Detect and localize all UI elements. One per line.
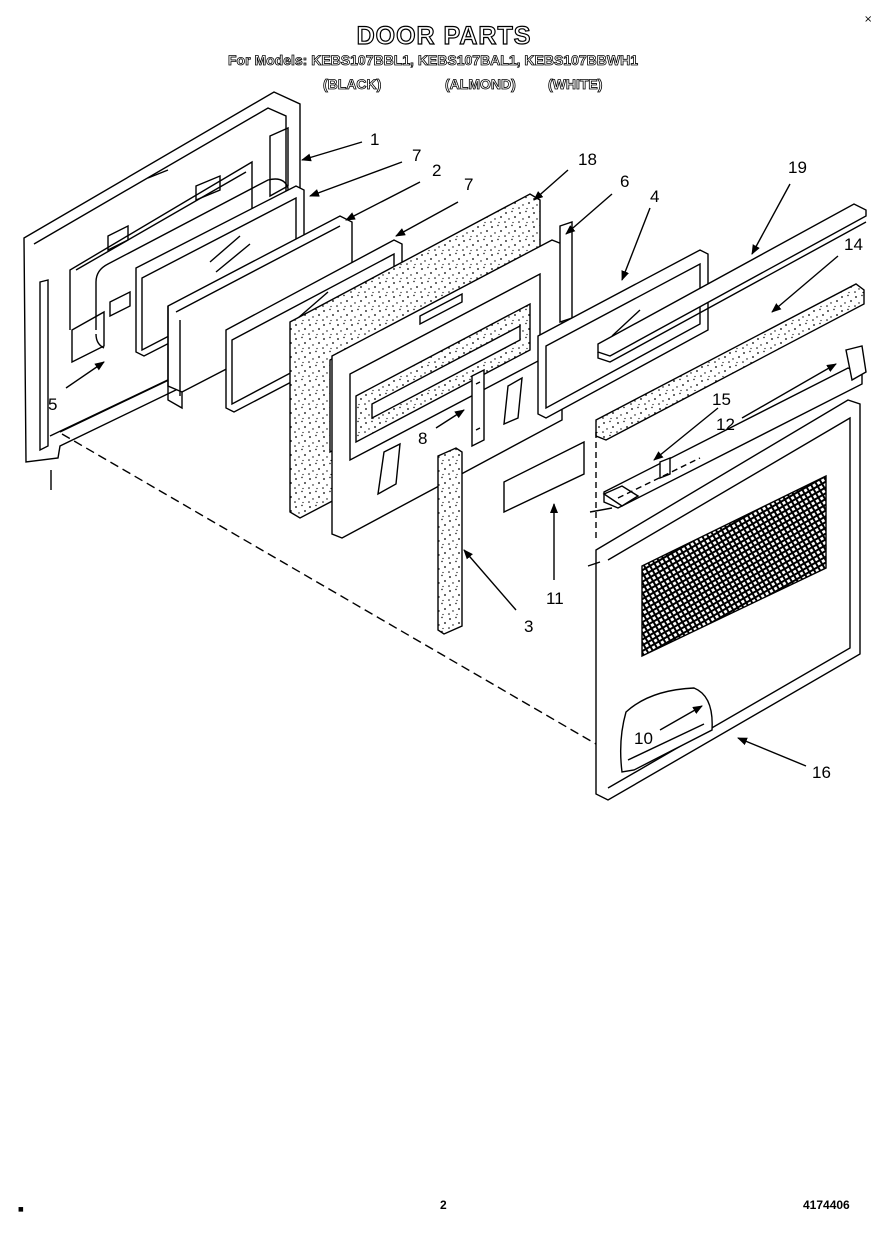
variant-almond: (ALMOND) [445,76,517,93]
clip-left [377,442,401,496]
callout-4: 4 [650,187,659,206]
part-15-clip [659,456,671,480]
variant-white: (WHITE) [548,76,603,93]
page-number: 2 [440,1198,447,1212]
callout-19: 19 [788,158,807,177]
variant-black: (BLACK) [323,76,382,93]
part-10-window-seal [619,687,713,773]
callout-12: 12 [716,415,735,434]
callout-14: 14 [844,235,863,254]
callout-16: 16 [812,763,831,782]
bottom-mark: ■ [18,1206,24,1213]
clip-right [503,376,523,426]
part-8-bracket [471,368,485,448]
corner-mark: × [864,14,873,25]
callout-10: 10 [634,729,653,748]
callout-5: 5 [48,395,57,414]
part-3-insulation-strip [437,447,463,635]
callout-7a: 7 [412,146,421,165]
callout-18: 18 [578,150,597,169]
callout-2: 2 [432,161,441,180]
part-19-top-rail [597,203,867,357]
part-11-strip [503,440,585,514]
page-title: DOOR PARTS [356,21,532,50]
part-1-gasket [95,178,289,349]
callout-15: 15 [712,390,731,409]
models-line: For Models: KEBS107BBL1, KEBS107BAL1, KE… [228,52,639,69]
callout-7b: 7 [464,175,473,194]
callout-8: 8 [418,429,427,448]
callout-6: 6 [620,172,629,191]
doc-number: 4174406 [803,1198,850,1212]
callout-3: 3 [524,617,533,636]
callout-1: 1 [370,130,379,149]
callout-11: 11 [546,589,564,608]
